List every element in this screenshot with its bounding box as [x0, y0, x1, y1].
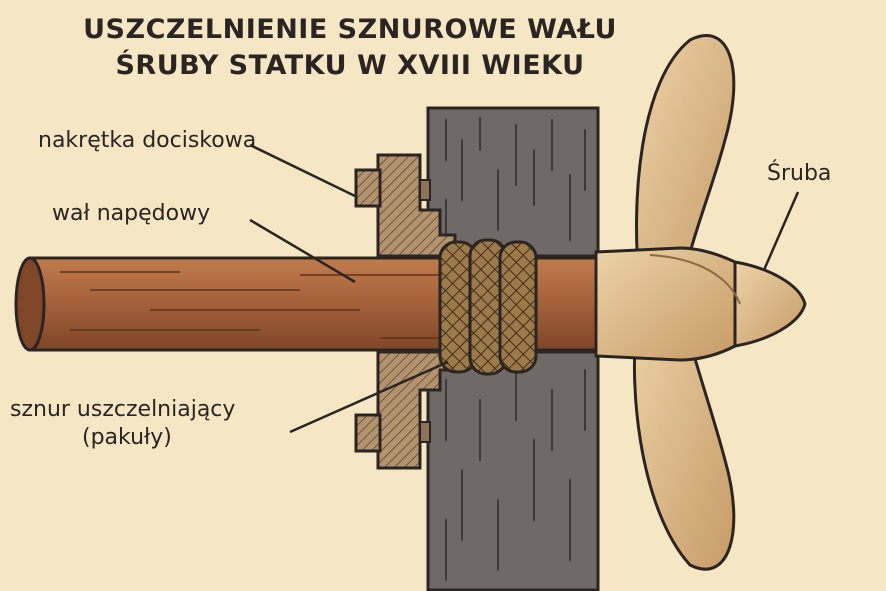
leader-lines — [249, 143, 800, 434]
shaft — [14, 256, 632, 352]
label-propeller: Śruba — [767, 161, 832, 186]
label-gland-nut: nakrętka dociskowa — [38, 128, 257, 153]
title-line-1: USZCZELNIENIE SZNUROWE WAŁU — [83, 14, 617, 45]
diagram-title: USZCZELNIENIE SZNUROWE WAŁU ŚRUBY STATKU… — [40, 12, 660, 84]
packing-rope — [438, 238, 538, 376]
label-packing-rope: sznur uszczelniający — [10, 397, 236, 422]
hull-wood — [426, 106, 600, 591]
label-packing-rope-note: (pakuły) — [82, 425, 172, 450]
label-shaft: wał napędowy — [52, 201, 211, 226]
title-line-2: ŚRUBY STATKU W XVIII WIEKU — [115, 50, 585, 81]
gland-bolts — [354, 168, 431, 453]
propeller-hub — [594, 246, 807, 362]
propeller — [632, 34, 736, 571]
gland-nut — [376, 153, 457, 470]
